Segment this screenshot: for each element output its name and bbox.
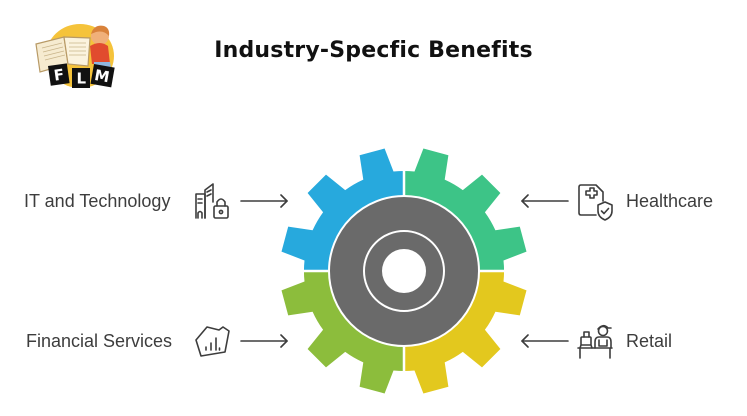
- svg-text:M: M: [93, 66, 111, 86]
- book-icon: [35, 36, 91, 73]
- arrow-right-icon: [240, 194, 288, 208]
- logo-letters: F L M: [48, 63, 115, 88]
- arrow-left-icon: [521, 334, 569, 348]
- house-bar-chart-icon: [195, 326, 230, 357]
- title-text: Industry-Specfic Benefits: [214, 38, 533, 63]
- label-retail: Retail: [626, 331, 673, 351]
- buildings-lock-icon: [195, 183, 229, 219]
- medical-document-shield-icon: [578, 184, 613, 221]
- gear-icon: [274, 141, 534, 401]
- page-title: Industry-Specfic Benefits: [0, 38, 747, 63]
- arrow-left-icon: [521, 194, 569, 208]
- svg-text:L: L: [77, 70, 87, 88]
- cashier-register-icon: [577, 324, 613, 359]
- flm-logo: F L M: [35, 24, 115, 88]
- svg-text:F: F: [53, 65, 66, 84]
- gear-inner-ring: [363, 230, 445, 312]
- label-financial-services: Financial Services: [26, 331, 173, 351]
- arrow-right-icon: [240, 334, 288, 348]
- gear-center-hole: [382, 249, 426, 293]
- label-it-technology: IT and Technology: [24, 191, 171, 211]
- label-healthcare: Healthcare: [626, 191, 714, 211]
